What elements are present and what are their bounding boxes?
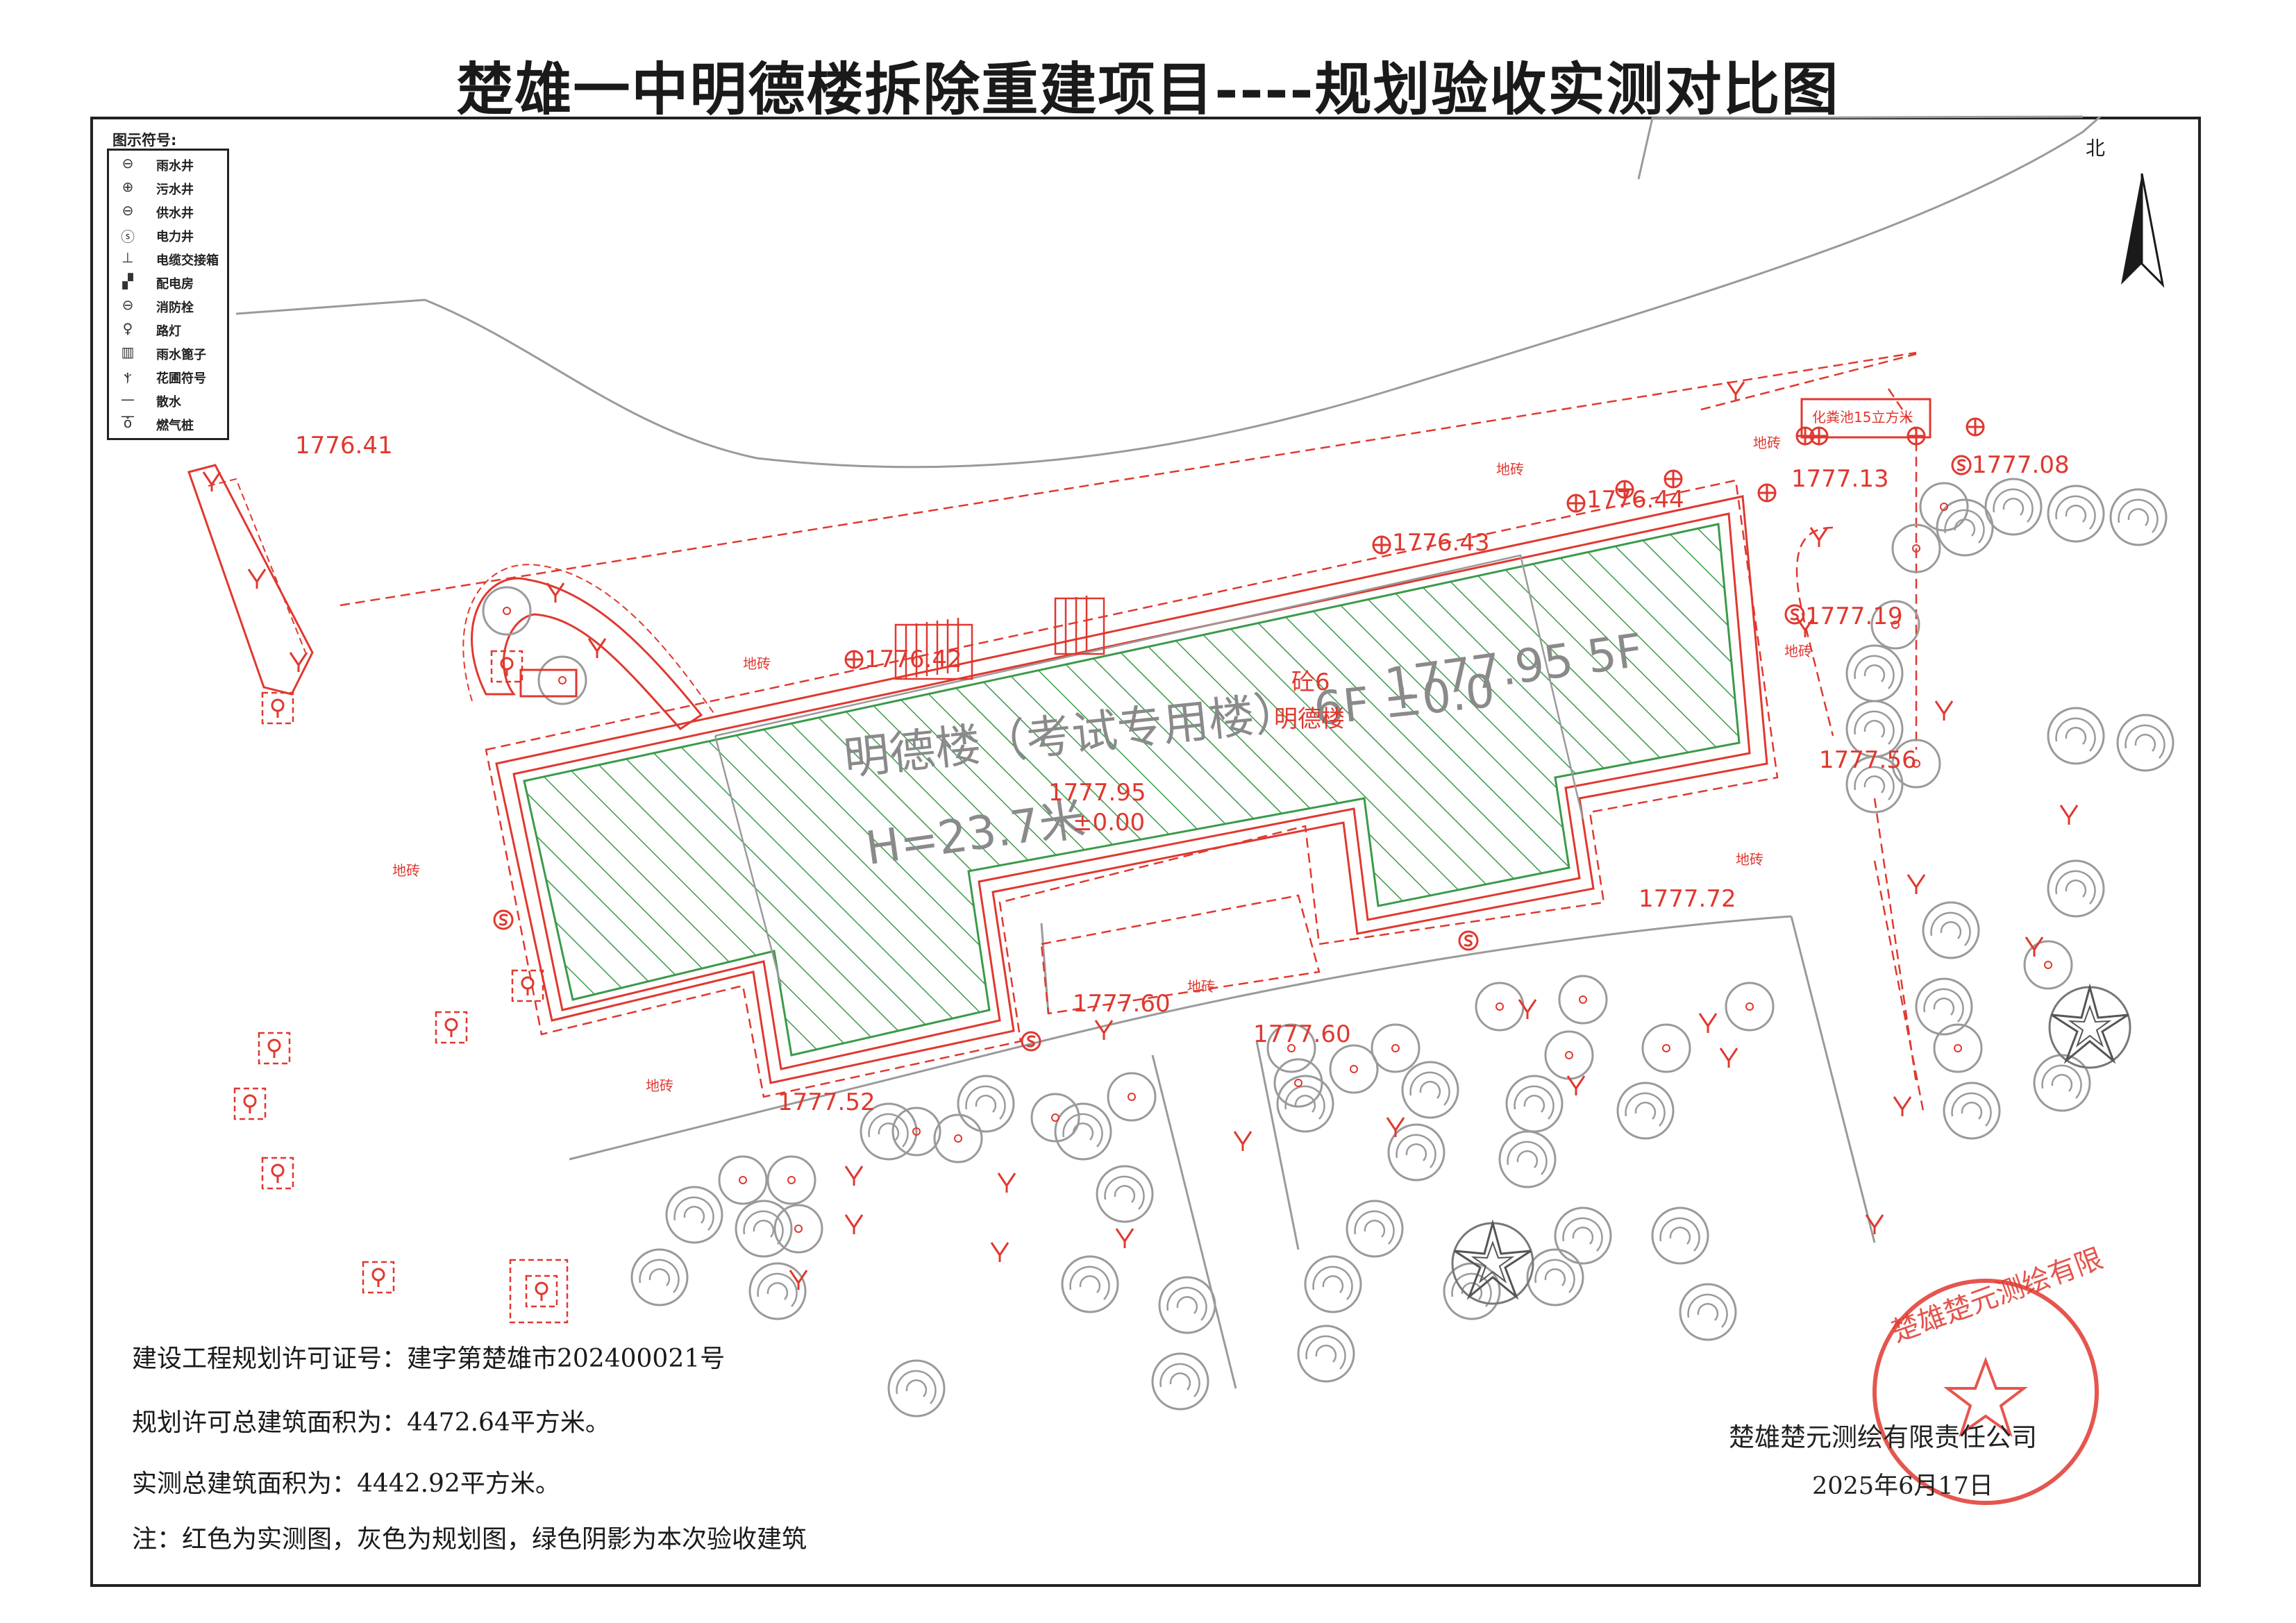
measured-area: 实测总建筑面积为：4442.92平方米。: [132, 1470, 560, 1498]
rain-well-icon: ⊖: [121, 155, 134, 171]
legend-item-rain-well: ⊖ 雨水井: [109, 153, 231, 176]
drawing-frame: [90, 117, 2201, 1587]
legend-title: 图示符号:: [112, 132, 177, 149]
building-short-name: 明德楼: [1274, 705, 1345, 733]
legend-item-gas-pile: ǒ 燃气桩: [109, 413, 231, 435]
company-seal-star: [1943, 1356, 2028, 1438]
power-room-icon: ▞: [122, 273, 133, 289]
left-path: [187, 464, 314, 696]
hydrant-icon: ⊖: [121, 296, 134, 313]
south-walkway: [1040, 894, 1321, 1015]
drainage-apron-icon: — —: [121, 391, 135, 424]
surface-label: 地砖: [1736, 851, 1763, 868]
elevation-label: 1777.19: [1805, 603, 1903, 630]
north-arrow: [2121, 173, 2165, 288]
flower-bed-icon: ⲯ: [124, 367, 132, 384]
permit-number: 建设工程规划许可证号：建字第楚雄市202400021号: [132, 1345, 726, 1373]
upper-garden: [471, 577, 703, 730]
elevation-label: 1777.56: [1819, 746, 1917, 774]
legend-box: ⊖ 雨水井 ⊕ 污水井 ⊖ 供水井 ⓢ 电力井 ⊥ 电缆交接箱 ▞ 配电房 ⊖ …: [107, 149, 229, 440]
floor-zero: ±0.00: [1073, 809, 1146, 836]
elevation-label: 1777.13: [1791, 465, 1889, 493]
lamp-box-large: [509, 1259, 569, 1324]
rain-grate-icon: ▥: [121, 344, 135, 360]
structure-label: 砼6: [1291, 668, 1330, 696]
elevation-label: 1777.52: [778, 1088, 875, 1116]
star-tree-group: [1451, 986, 2131, 1305]
apron-outline: [485, 479, 1779, 1098]
drawing-title: 楚雄一中明德楼拆除重建项目----规划验收实测对比图: [456, 56, 1840, 123]
cable-box-icon: ⊥: [121, 249, 134, 266]
legend-item-street-lamp: ♀ 路灯: [109, 319, 231, 341]
permit-area: 规划许可总建筑面积为：4472.64平方米。: [132, 1408, 610, 1437]
planned-road-curve-inner: [1637, 115, 2084, 180]
surface-label: 地砖: [1187, 978, 1215, 995]
planned-road-curve: [235, 115, 2101, 469]
legend-item-rain-grate: ▥ 雨水篦子: [109, 342, 231, 364]
accepted-building: [523, 523, 1741, 1057]
septic-tank: [1800, 398, 1932, 439]
sewage-well-icon: ⊕: [121, 178, 134, 195]
planned-road-lower: [569, 915, 1792, 1161]
legend-item-sewage-well: ⊕ 污水井: [109, 177, 231, 199]
elevation-label: 1777.60: [1073, 990, 1171, 1018]
elevation-label: 1776.44: [1586, 486, 1684, 514]
company-seal-ring: [1872, 1279, 2099, 1505]
remark-note: 注：红色为实测图，灰色为规划图，绿色阴影为本次验收建筑: [132, 1525, 807, 1554]
floor-elevation: 1777.95: [1048, 779, 1146, 807]
elevation-label: 1776.42: [864, 646, 962, 673]
surface-label: 地砖: [392, 862, 420, 879]
north-label: 北: [2086, 137, 2106, 160]
north-dashed: [1700, 353, 1917, 411]
measured-building-outer: [495, 495, 1768, 1084]
legend: 图示符号: ⊖ 雨水井 ⊕ 污水井 ⊖ 供水井 ⓢ 电力井 ⊥ 电缆交接箱 ▞ …: [107, 129, 229, 446]
left-path-inner: [208, 478, 306, 653]
septic-tank-label: 化粪池15立方米: [1812, 409, 1913, 426]
surface-label: 地砖: [1753, 435, 1781, 451]
elevation-label: 1777.08: [1972, 451, 2070, 479]
planned-road-edge-1: [1151, 1054, 1237, 1389]
legend-item-hydrant: ⊖ 消防栓: [109, 295, 231, 317]
elevation-label: 1777.60: [1253, 1020, 1351, 1048]
rain-grate: [519, 668, 578, 698]
surface-label: 地砖: [743, 655, 771, 672]
planned-road-edge-2: [1255, 1041, 1300, 1250]
elevation-label: 1776.43: [1392, 529, 1490, 557]
elevation-label: 1776.41: [295, 432, 393, 460]
elevation-label: 1777.72: [1639, 885, 1736, 913]
north-steps: [894, 596, 1105, 680]
legend-item-power-room: ▞ 配电房: [109, 271, 231, 294]
surface-label: 地砖: [646, 1077, 673, 1094]
legend-item-flower-bed: ⲯ 花圃符号: [109, 366, 231, 388]
surface-label: 地砖: [1784, 643, 1812, 659]
legend-item-cable-box: ⊥ 电缆交接箱: [109, 248, 231, 270]
surface-label: 地砖: [1496, 461, 1524, 478]
gas-pile-icon: ǒ: [123, 414, 133, 431]
measured-building-inner: [512, 512, 1751, 1070]
legend-item-water-well: ⊖ 供水井: [109, 201, 231, 223]
water-well-icon: ⊖: [121, 202, 134, 219]
street-lamp-icon: ♀: [122, 320, 133, 337]
company-name: 楚雄楚元测绘有限责任公司: [1729, 1422, 2037, 1452]
power-well-icon: ⓢ: [121, 228, 135, 245]
street-lamp-group: [233, 650, 558, 1308]
legend-item-drainage-apron: — — 散水: [109, 389, 231, 424]
legend-item-power-well: ⓢ 电力井: [109, 224, 231, 246]
drawing-date: 2025年6月17日: [1812, 1472, 1993, 1500]
planned-road-edge-3: [1790, 916, 1876, 1243]
right-garden: [1795, 526, 1925, 1111]
planned-building: [714, 554, 1584, 986]
